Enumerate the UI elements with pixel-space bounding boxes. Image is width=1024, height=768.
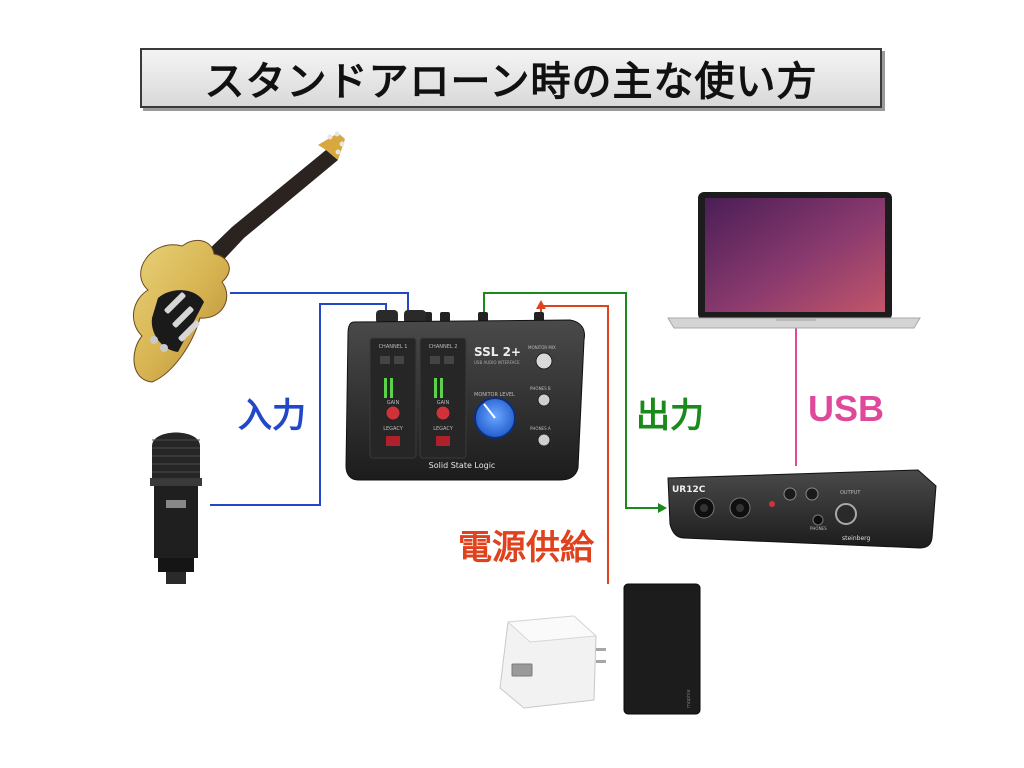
svg-text:Solid State Logic: Solid State Logic [429, 461, 496, 470]
steinberg-audio-interface: UR12C OUTPUT PHONES steinberg [667, 469, 937, 549]
condenser-microphone-image [150, 432, 202, 584]
laptop-image [667, 192, 921, 329]
svg-text:PHONES: PHONES [810, 526, 827, 531]
svg-text:LEGACY: LEGACY [383, 426, 404, 432]
usb-label: USB [808, 388, 885, 429]
svg-text:PHONES A: PHONES A [530, 426, 551, 431]
mic-input-line [210, 303, 392, 506]
svg-text:CHANNEL 1: CHANNEL 1 [379, 344, 408, 350]
mobile-battery-image: mophie [623, 583, 701, 715]
svg-text:UR12C: UR12C [672, 485, 706, 495]
svg-text:steinberg: steinberg [842, 535, 871, 542]
electric-guitar-image [133, 131, 345, 383]
svg-text:GAIN: GAIN [387, 400, 400, 406]
svg-text:SSL 2+: SSL 2+ [474, 345, 521, 359]
usb-power-adapter-image [499, 615, 606, 709]
svg-text:GAIN: GAIN [437, 400, 450, 406]
power-arrow-head [536, 300, 546, 309]
svg-text:CHANNEL 2: CHANNEL 2 [429, 344, 458, 350]
output-label: 出力 [636, 396, 704, 436]
svg-text:MONITOR MIX: MONITOR MIX [528, 345, 556, 350]
svg-text:mophie: mophie [686, 689, 692, 708]
svg-text:LEGACY: LEGACY [433, 426, 454, 432]
svg-text:USB AUDIO INTERFACE: USB AUDIO INTERFACE [474, 360, 520, 365]
output-line [483, 292, 660, 509]
output-arrow-head [658, 503, 667, 513]
svg-text:MONITOR LEVEL: MONITOR LEVEL [474, 392, 515, 398]
input-label: 入力 [238, 396, 306, 436]
svg-text:OUTPUT: OUTPUT [840, 490, 861, 496]
diagram-title: スタンドアローン時の主な使い方 [140, 48, 882, 108]
power-supply-label: 電源供給 [458, 528, 594, 568]
ssl-audio-interface: CHANNEL 1 CHANNEL 2 GAIN GAIN LEGACY LEG… [345, 310, 585, 481]
svg-text:PHONES B: PHONES B [530, 386, 551, 391]
